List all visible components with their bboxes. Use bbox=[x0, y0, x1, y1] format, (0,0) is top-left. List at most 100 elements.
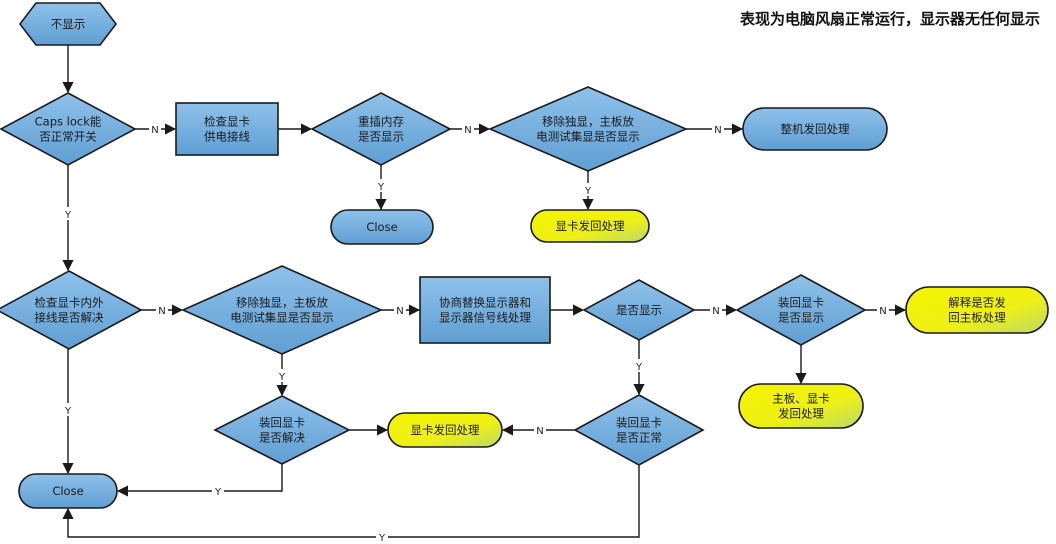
check-cables-decision-label-1: 检查显卡内外 bbox=[35, 296, 104, 310]
edge-label-yes-4: Y bbox=[377, 182, 385, 193]
close-terminal-1-label-1: Close bbox=[366, 220, 397, 234]
return-machine-terminal-label-1: 整机发回处理 bbox=[781, 122, 850, 136]
remove-gpu-decision-2-label-2: 电测试集显是否显示 bbox=[230, 311, 334, 325]
edge-label-bg-7 bbox=[156, 303, 168, 316]
edge-label-bg-13 bbox=[62, 403, 74, 416]
edge-label-bg-5 bbox=[582, 183, 594, 196]
edge-label-no-1: N bbox=[151, 125, 158, 136]
refit-gpu-decision-2-shape bbox=[213, 395, 351, 465]
explain-return-terminal-shape bbox=[905, 286, 1049, 334]
edge-label-bg-1 bbox=[149, 122, 161, 135]
refit-gpu-decision-3-shape bbox=[573, 394, 705, 466]
edge-label-yes-11: Y bbox=[278, 372, 286, 383]
edge-label-bg-14 bbox=[534, 423, 546, 436]
edge-label-bg-8 bbox=[394, 303, 406, 316]
reseat-memory-decision-label-2: 是否显示 bbox=[358, 130, 404, 144]
edge-label-bg-6 bbox=[62, 207, 74, 220]
refit-gpu-decision-3-label-2: 是否正常 bbox=[616, 431, 662, 445]
edge-label-no-7: N bbox=[158, 306, 165, 317]
capslock-decision-label-1: Caps lock能 bbox=[35, 115, 102, 129]
close-terminal-1: Close bbox=[330, 209, 434, 245]
remove-gpu-decision-1-shape bbox=[487, 86, 689, 172]
replace-monitor-node-label-1: 协商替换显示器和 bbox=[439, 296, 531, 310]
gpu-return-terminal-1: 显卡发回处理 bbox=[530, 209, 650, 243]
board-gpu-return-terminal-label-2: 发回处理 bbox=[778, 407, 824, 421]
return-machine-terminal: 整机发回处理 bbox=[742, 107, 888, 151]
edge-refit2-close2 bbox=[116, 464, 283, 497]
is-display-decision-label-1: 是否显示 bbox=[616, 303, 662, 317]
is-display-decision-shape bbox=[582, 279, 696, 341]
is-display-decision: 是否显示 bbox=[582, 279, 696, 341]
refit-gpu-decision-2-label-1: 装回显卡 bbox=[259, 416, 305, 430]
edge-label-yes-16: Y bbox=[378, 533, 386, 544]
capslock-decision-shape bbox=[0, 92, 137, 166]
edge-refit3-close2 bbox=[62, 465, 640, 538]
edge-label-bg-4 bbox=[375, 179, 387, 192]
edge-label-bg-2 bbox=[462, 122, 474, 135]
edge-label-bg-15 bbox=[212, 484, 224, 497]
explain-return-terminal-label-1: 解释是否发 bbox=[948, 296, 1006, 310]
remove-gpu-decision-1-label-1: 移除独显，主板放 bbox=[542, 115, 634, 129]
edge-label-yes-12: Y bbox=[635, 362, 643, 373]
remove-gpu-decision-1-label-2: 电测试集显是否显示 bbox=[536, 130, 640, 144]
gpu-return-terminal-2-shape bbox=[387, 412, 503, 448]
edge-label-no-9: N bbox=[712, 306, 719, 317]
gpu-return-terminal-1-label-1: 显卡发回处理 bbox=[556, 219, 625, 233]
edge-label-bg-3 bbox=[712, 122, 724, 135]
edge-label-yes-15: Y bbox=[214, 487, 222, 498]
start-node-shape bbox=[18, 2, 118, 46]
replace-monitor-node-shape bbox=[419, 276, 551, 344]
refit-gpu-decision-2-label-2: 是否解决 bbox=[259, 431, 305, 445]
remove-gpu-decision-2-shape bbox=[181, 265, 383, 355]
close-terminal-2-shape bbox=[18, 473, 118, 509]
gpu-return-terminal-1-shape bbox=[530, 209, 650, 243]
edge-label-no-3: N bbox=[714, 125, 721, 136]
close-terminal-1-shape bbox=[330, 209, 434, 245]
edge-label-no-10: N bbox=[879, 306, 886, 317]
refit-gpu-decision-1-label-2: 是否显示 bbox=[778, 311, 824, 325]
gpu-return-terminal-2: 显卡发回处理 bbox=[387, 412, 503, 448]
close-terminal-2: Close bbox=[18, 473, 118, 509]
check-gpu-power-node-label-2: 供电接线 bbox=[204, 130, 250, 144]
board-gpu-return-terminal: 主板、显卡发回处理 bbox=[738, 383, 864, 429]
reseat-memory-decision-label-1: 重插内存 bbox=[358, 115, 404, 129]
edge-label-no-8: N bbox=[396, 306, 403, 317]
refit-gpu-decision-1-shape bbox=[735, 274, 867, 346]
edge-label-bg-11 bbox=[276, 369, 288, 382]
edge-label-no-2: N bbox=[464, 125, 471, 136]
check-cables-decision-shape bbox=[0, 270, 143, 350]
edge-label-yes-6: Y bbox=[64, 210, 72, 221]
board-gpu-return-terminal-shape bbox=[738, 383, 864, 429]
capslock-decision-label-2: 否正常开关 bbox=[39, 130, 97, 144]
diagram-title: 表现为电脑风扇正常运行，显示器无任何显示 bbox=[740, 10, 1040, 28]
refit-gpu-decision-1-label-1: 装回显卡 bbox=[778, 296, 824, 310]
remove-gpu-decision-2-label-1: 移除独显，主板放 bbox=[236, 296, 328, 310]
replace-monitor-node-label-2: 显示器信号线处理 bbox=[439, 311, 531, 325]
start-node: 不显示 bbox=[18, 2, 118, 46]
edge-label-yes-13: Y bbox=[64, 406, 72, 417]
board-gpu-return-terminal-label-1: 主板、显卡 bbox=[772, 392, 830, 406]
edge-label-bg-12 bbox=[633, 359, 645, 372]
edge-label-yes-5: Y bbox=[584, 186, 592, 197]
gpu-return-terminal-2-label-1: 显卡发回处理 bbox=[411, 423, 480, 437]
edge-label-bg-16 bbox=[376, 530, 388, 543]
check-cables-decision-label-2: 接线是否解决 bbox=[35, 311, 104, 325]
close-terminal-2-label-1: Close bbox=[52, 484, 83, 498]
return-machine-terminal-shape bbox=[742, 107, 888, 151]
refit-gpu-decision-3-label-1: 装回显卡 bbox=[616, 416, 662, 430]
reseat-memory-decision-shape bbox=[310, 92, 452, 166]
edge-label-bg-9 bbox=[710, 303, 722, 316]
check-gpu-power-node-shape bbox=[175, 102, 279, 156]
